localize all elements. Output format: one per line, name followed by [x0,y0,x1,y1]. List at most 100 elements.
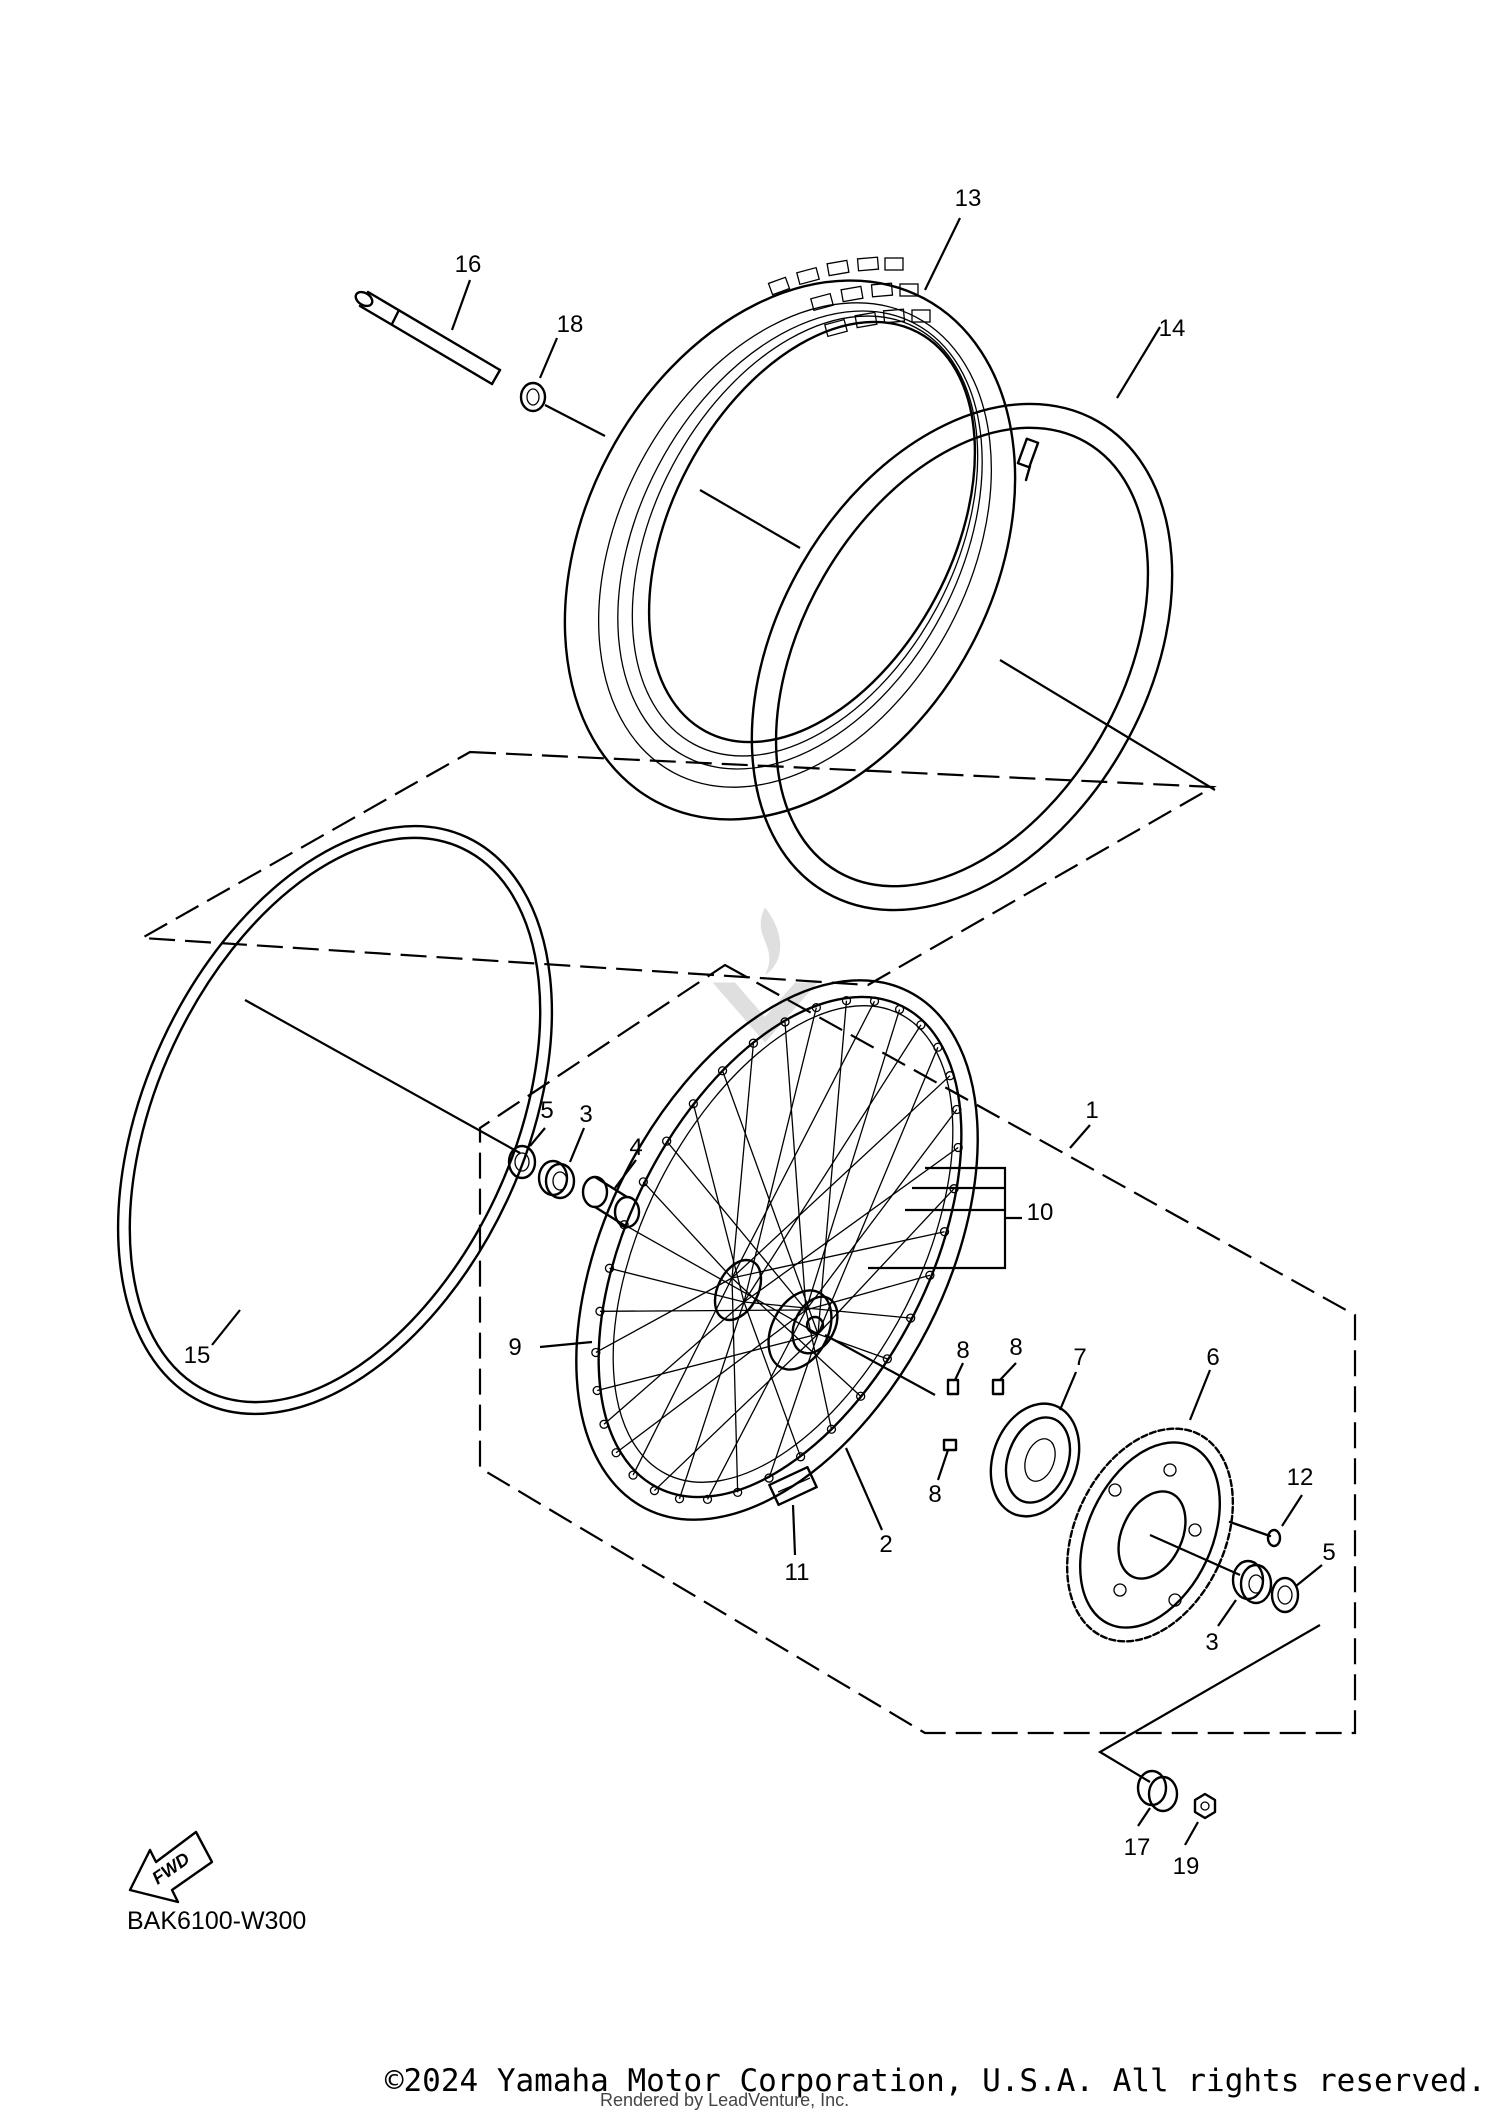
spoke-nipple [841,995,852,1006]
spoke-nipple [906,1313,916,1323]
spoke-nipple [916,1020,926,1030]
spoke [805,1109,958,1311]
spoke-nipple [595,1306,605,1316]
spoke [768,1333,819,1479]
spoke-nipple [688,1099,698,1109]
spoke-nipple [628,1470,638,1480]
callout-5b: 5 [1322,1539,1335,1566]
spoke [731,1043,755,1279]
spoke-nipple [592,1385,602,1396]
spoke-nipple [953,1142,963,1153]
spoke [817,1000,848,1335]
drive-hub-7 [989,1402,1081,1518]
fwd-arrow-icon: FWD [128,1830,214,1904]
spoke [731,1277,739,1493]
spoke-nipple [952,1104,962,1115]
spoke-nipple [674,1494,685,1504]
inner-tube [750,402,1174,912]
copyright-notice: ©2024 Yamaha Motor Corporation, U.S.A. A… [384,2063,1486,2099]
spoke [595,1277,733,1354]
spoke-nipple [662,1136,672,1146]
callout-8a: 8 [956,1337,969,1364]
bolt-12 [1228,1520,1282,1548]
spoke [743,1147,959,1303]
tire-tread [767,256,931,338]
bearing-left-3 [537,1159,576,1200]
spoke-nipple [717,1066,728,1076]
spoke [805,1274,931,1311]
clip-8c [942,1438,958,1452]
rim-band [116,824,554,1416]
spoke [805,1009,901,1311]
collar-18 [519,381,547,413]
spoke [731,1075,951,1279]
spoke-nipple [780,1017,790,1027]
callout-12: 12 [1287,1464,1314,1491]
spoke [731,1231,945,1279]
spoke [597,1333,819,1392]
brake-disc-6 [1065,1427,1235,1643]
collar-17 [1136,1769,1179,1813]
callout-1: 1 [1085,1097,1098,1124]
spokes [591,995,963,1505]
callout-11: 11 [785,1559,810,1586]
tire [563,256,1017,821]
spoke [642,1181,733,1279]
oil-seal-left-5 [507,1144,537,1180]
spoke-nipple [869,996,880,1006]
spoke-nipple [591,1347,601,1358]
callout-7: 7 [1073,1344,1086,1371]
callout-3b: 3 [1205,1629,1218,1656]
callout-4: 4 [629,1134,642,1161]
spoke-nipple [599,1419,609,1429]
hub [713,1258,839,1371]
spoke [817,1046,939,1335]
spoke-nipple [748,1038,759,1048]
callout-15: 15 [184,1342,211,1369]
spoke [731,1000,876,1279]
spacer-4 [581,1175,641,1229]
spoke-nipple [939,1227,950,1237]
valve-stem [1016,437,1040,482]
callout-18: 18 [557,311,584,338]
wheel-assembly [575,979,979,1521]
callout-2: 2 [879,1531,892,1558]
spoke-nipple [795,1452,806,1462]
diagram-code: BAK6100-W300 [127,1907,307,1935]
callout-6: 6 [1206,1344,1219,1371]
callout-13: 13 [955,185,982,212]
callout-8c: 8 [928,1481,941,1508]
spoke-nipple [945,1071,955,1081]
watermark-logo-icon [712,907,818,1043]
spoke [743,1024,922,1303]
nut-19 [1193,1792,1217,1820]
spoke [692,1103,745,1303]
spoke-nipple [856,1391,866,1401]
spoke [615,1309,807,1454]
spoke-nipple [894,1004,905,1015]
spoke-nipple [611,1448,621,1458]
spoke [599,1309,807,1312]
bearing-right-3 [1231,1559,1273,1605]
rendered-by: Rendered by LeadVenture, Inc. [600,2090,850,2110]
fwd-label: FWD [148,1848,193,1888]
spoke [817,1188,955,1335]
callout-3a: 3 [579,1101,592,1128]
spoke [609,1267,745,1303]
spoke-nipple [826,1424,837,1434]
spoke [603,1301,745,1425]
valve-block-11 [768,1465,818,1507]
spoke-nipple [882,1354,892,1364]
callout-10: 10 [1027,1199,1054,1226]
callout-17: 17 [1124,1834,1151,1861]
callout-19: 19 [1173,1853,1200,1880]
spoke-nipple [764,1473,774,1483]
clip-8a [946,1378,960,1396]
spoke-nipple [604,1263,615,1273]
spoke-nipple [649,1485,660,1496]
callout-9: 9 [508,1334,521,1361]
clip-8b [991,1378,1005,1396]
spoke-nipple [638,1177,648,1187]
callout-5a: 5 [540,1097,553,1124]
